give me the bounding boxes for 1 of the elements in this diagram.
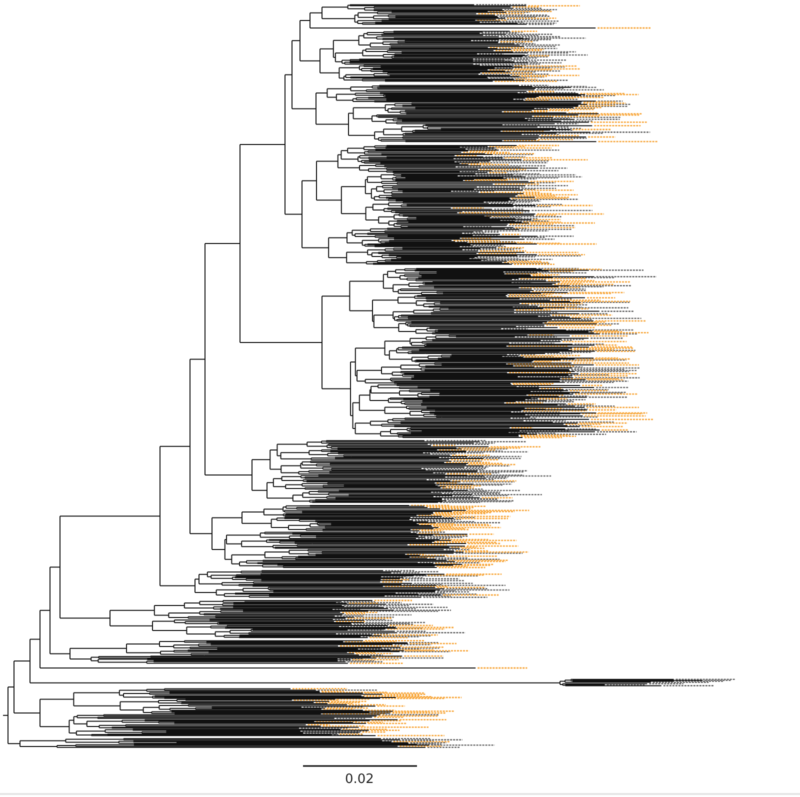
- scale-label: 0.02: [345, 772, 374, 788]
